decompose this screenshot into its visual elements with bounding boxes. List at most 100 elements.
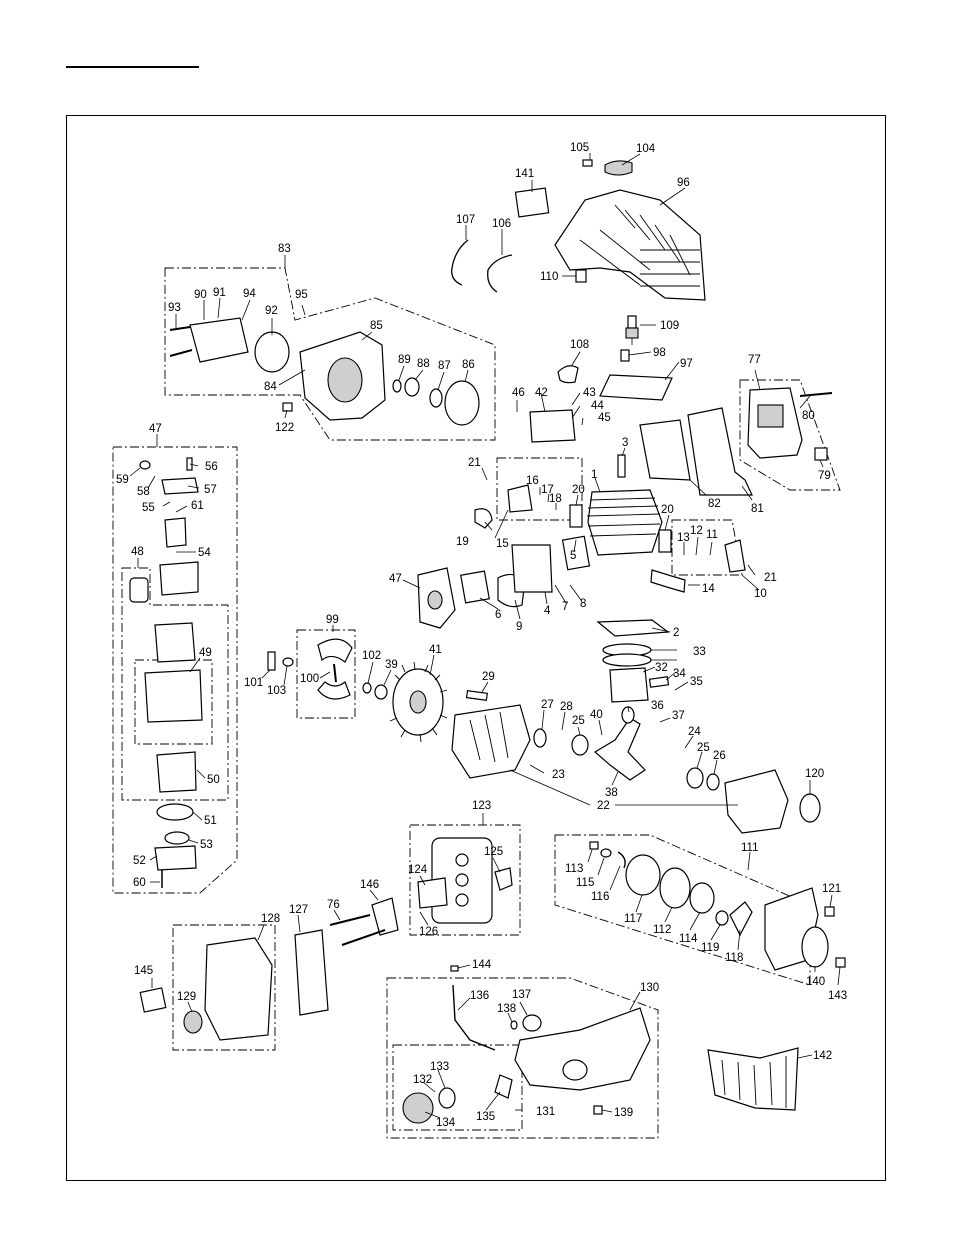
label-part-60: 60 — [133, 877, 146, 889]
spark-plug-109 — [625, 315, 639, 345]
screw-125 — [494, 867, 513, 891]
label-part-95: 95 — [295, 289, 308, 301]
gasket-5 — [561, 535, 591, 571]
flywheel-41 — [389, 661, 448, 743]
grommet-137 — [522, 1014, 542, 1032]
elbow-19 — [474, 508, 493, 529]
label-part-146: 146 — [360, 879, 379, 891]
group-99-outline — [296, 629, 356, 719]
washer-89 — [392, 379, 402, 393]
guard-142 — [707, 1047, 799, 1111]
label-part-6: 6 — [495, 609, 501, 621]
label-part-20b: 20 — [661, 504, 674, 516]
label-part-124: 124 — [408, 864, 428, 876]
label-part-33: 33 — [693, 646, 706, 658]
label-part-103: 103 — [267, 685, 286, 697]
label-part-143: 143 — [828, 990, 847, 1002]
label-part-35: 35 — [690, 676, 703, 688]
label-part-19: 19 — [456, 536, 469, 548]
reel-112 — [659, 867, 691, 909]
label-145 — [139, 987, 167, 1013]
label-part-137: 137 — [512, 989, 531, 1001]
label-part-8: 8 — [580, 598, 586, 610]
label-part-100: 100 — [300, 673, 319, 685]
crankshaft-38 — [593, 717, 646, 781]
label-part-9: 9 — [516, 621, 522, 633]
label-part-138: 138 — [497, 1003, 516, 1015]
fuel-tank-130 — [514, 1007, 651, 1091]
label-part-113: 113 — [565, 863, 583, 875]
label-part-47a: 47 — [149, 423, 162, 435]
carburetor-parts-left — [129, 457, 203, 888]
washer-115 — [600, 848, 612, 858]
label-part-49: 49 — [199, 647, 212, 659]
label-part-21b: 21 — [764, 572, 777, 584]
screw-113 — [589, 841, 599, 850]
label-part-112: 112 — [653, 924, 671, 936]
sleeve-92 — [254, 331, 290, 373]
label-part-3: 3 — [622, 437, 628, 449]
label-part-119: 119 — [701, 942, 719, 954]
label-part-12: 12 — [690, 525, 703, 537]
label-part-94: 94 — [243, 288, 256, 300]
label-part-142: 142 — [813, 1050, 832, 1062]
handle-118 — [729, 901, 753, 937]
label-part-132: 132 — [413, 1074, 432, 1086]
label-part-77: 77 — [748, 354, 761, 366]
screw-121 — [824, 906, 835, 917]
carburetor-47 — [417, 567, 456, 629]
label-part-121: 121 — [822, 883, 841, 895]
label-part-136: 136 — [470, 990, 489, 1002]
gasket-2 — [596, 619, 670, 637]
leader-lines — [129, 153, 841, 1119]
label-part-126: 126 — [419, 926, 438, 938]
valve-138 — [510, 1020, 518, 1030]
label-part-87: 87 — [438, 360, 451, 372]
gasket-6 — [460, 570, 490, 604]
cap-104 — [604, 160, 633, 176]
label-part-120: 120 — [805, 768, 824, 780]
piston-pin-34 — [648, 676, 670, 688]
label-part-101: 101 — [244, 677, 263, 689]
group-131-outline — [392, 1044, 523, 1131]
label-part-26: 26 — [713, 750, 726, 762]
group-47-outline — [112, 446, 238, 894]
label-part-104: 104 — [636, 143, 656, 155]
label-part-96: 96 — [677, 177, 690, 189]
seal-120 — [799, 793, 821, 823]
label-part-39: 39 — [385, 659, 398, 671]
label-part-41: 41 — [429, 644, 442, 656]
bearing-88 — [404, 377, 420, 397]
diagram-frame — [66, 115, 886, 1181]
gasket-127 — [294, 929, 329, 1016]
bearing-36 — [621, 706, 635, 724]
label-part-44: 44 — [591, 400, 604, 412]
label-part-46: 46 — [512, 387, 525, 399]
label-part-114: 114 — [679, 933, 698, 945]
label-part-54: 54 — [198, 547, 211, 559]
fan-housing-85 — [299, 331, 386, 421]
label-part-32: 32 — [655, 662, 668, 674]
gasket-20a — [569, 504, 583, 528]
label-part-110: 110 — [540, 271, 558, 283]
label-part-25b: 25 — [697, 742, 710, 754]
part-drawings — [129, 159, 846, 1124]
label-part-24: 24 — [688, 726, 701, 738]
piston-32 — [609, 667, 649, 703]
label-part-13: 13 — [677, 532, 690, 544]
label-part-50: 50 — [207, 774, 220, 786]
label-part-111: 111 — [741, 842, 758, 854]
label-part-130: 130 — [640, 982, 659, 994]
label-part-125: 125 — [484, 846, 503, 858]
label-part-23: 23 — [552, 769, 565, 781]
screw-139 — [593, 1105, 603, 1115]
label-part-2: 2 — [673, 627, 679, 639]
bolt-98 — [620, 349, 630, 362]
group-outlines — [112, 267, 841, 1139]
snap-ring-87 — [429, 388, 443, 408]
seal-26 — [706, 773, 720, 791]
plate-124 — [417, 877, 448, 909]
label-part-21a: 21 — [468, 457, 481, 469]
label-part-92: 92 — [265, 305, 278, 317]
spring-116 — [617, 851, 626, 869]
